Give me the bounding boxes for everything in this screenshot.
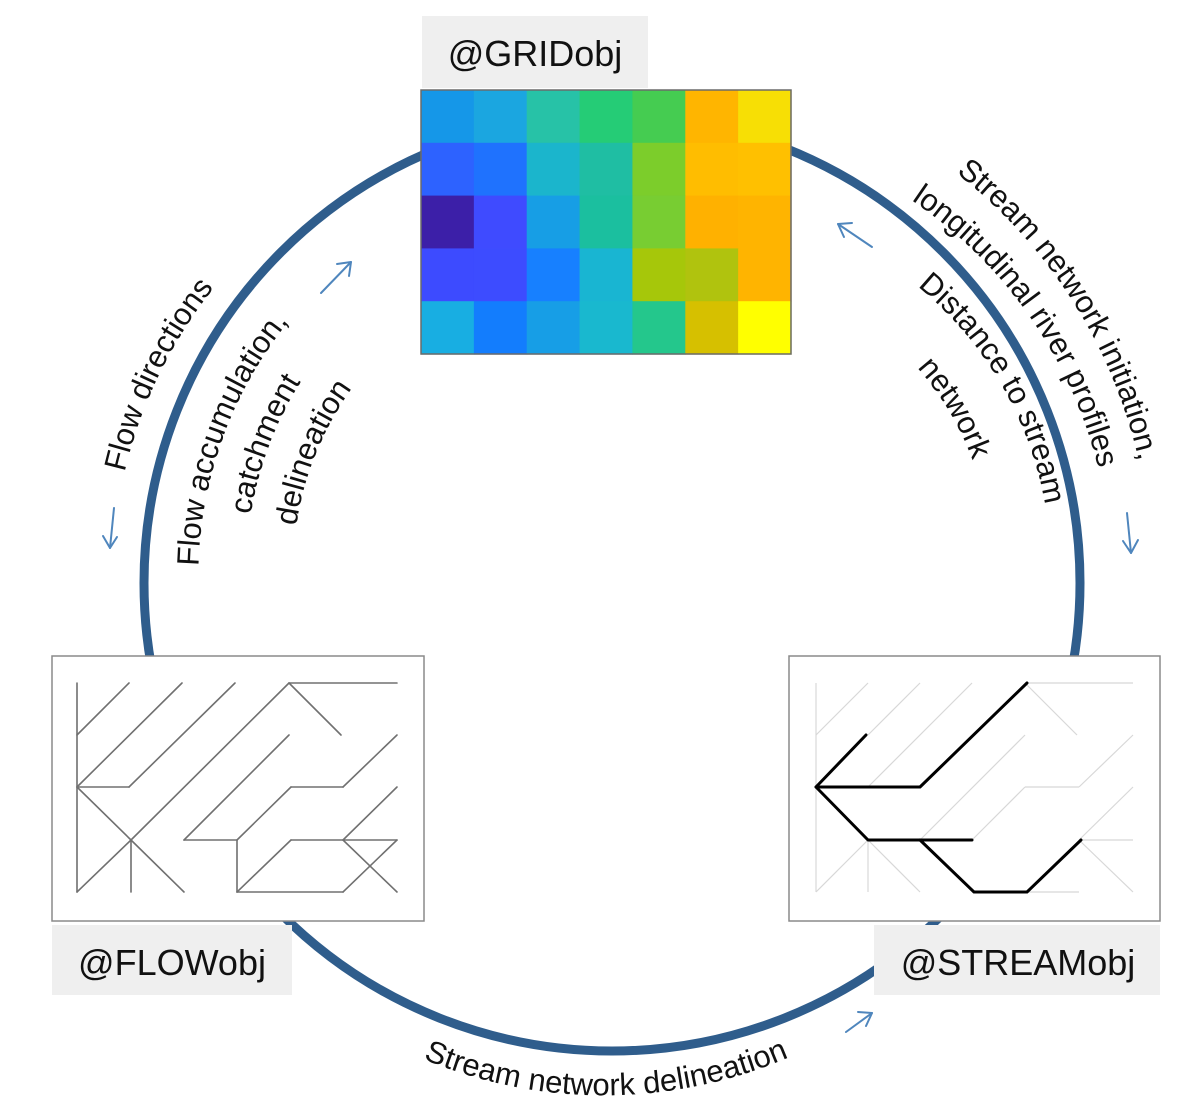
arrow-flow-directions-icon (102, 507, 118, 549)
grid-cell (738, 90, 792, 144)
grid-cell (579, 301, 634, 355)
flow-label-background (52, 925, 292, 995)
grid-cell (685, 90, 739, 144)
grid-cell (421, 248, 475, 302)
grid-raster-frame (420, 89, 792, 355)
grid-cell (526, 142, 581, 197)
grid-cell (738, 195, 792, 249)
arrow-stream-delineation-icon (845, 1011, 873, 1033)
stream-label-background (874, 925, 1160, 995)
stream-network-lines (814, 681, 1083, 894)
grid-cell (738, 301, 792, 355)
grid-cell (421, 195, 475, 249)
grid-cell (421, 142, 475, 197)
flow-direction-lines (76, 682, 398, 893)
flow-panel (51, 655, 425, 922)
stream-label: @STREAMobj (901, 942, 1136, 983)
grid-cell (473, 301, 528, 355)
arrow-stream-initiation-icon (1122, 512, 1139, 554)
grid-cell (738, 248, 792, 302)
grid-cell (526, 301, 581, 355)
arrow-flow-accumulation-icon (320, 261, 352, 294)
grid-cell (579, 248, 634, 302)
grid-cell (473, 142, 528, 197)
grid-raster (421, 90, 792, 355)
grid-cell (685, 195, 739, 249)
grid-cell (738, 142, 792, 197)
grid-cell (579, 195, 634, 249)
grid-cell (685, 248, 739, 302)
edge-label-stream-delineation: Stream network delineation (420, 1031, 791, 1102)
stream-background-flow-lines (815, 682, 1134, 893)
grid-cell (685, 301, 739, 355)
grid-cell (526, 195, 581, 249)
grid-cell (579, 142, 634, 197)
grid-cell (473, 90, 528, 144)
flow-label: @FLOWobj (78, 942, 266, 983)
grid-cell (473, 195, 528, 249)
grid-cell (685, 142, 739, 197)
grid-cell (632, 301, 686, 355)
grid-cell (526, 248, 581, 302)
grid-cell (632, 142, 686, 197)
grid-cell (579, 90, 634, 144)
arrow-distance-icon (837, 222, 873, 248)
edge-label-stream-initiation-line1: Stream network initiation, (952, 151, 1167, 463)
grid-label: @GRIDobj (448, 33, 623, 74)
grid-cell (421, 301, 475, 355)
grid-cell (526, 90, 581, 144)
grid-cell (632, 195, 686, 249)
grid-cell (421, 90, 475, 144)
grid-cell (632, 90, 686, 144)
grid-label-background (422, 16, 648, 88)
grid-cell (632, 248, 686, 302)
grid-cell (473, 248, 528, 302)
